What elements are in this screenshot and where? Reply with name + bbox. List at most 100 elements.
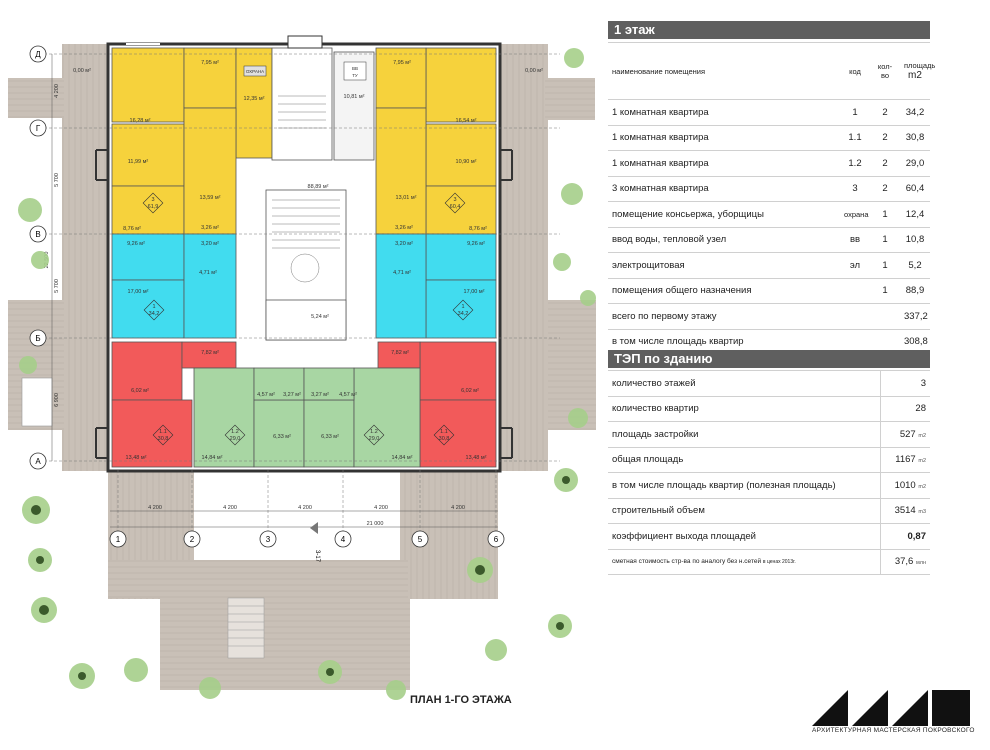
apartment-tag: 1.1 30,8 bbox=[433, 424, 455, 446]
room-area: 4,57 м² bbox=[339, 392, 357, 398]
room-area: 10,90 м² bbox=[456, 159, 477, 165]
room-area: 13,59 м² bbox=[200, 195, 221, 201]
svg-text:60,4: 60,4 bbox=[450, 204, 461, 210]
apartment-tag: 1 34,2 bbox=[452, 299, 474, 321]
svg-text:1.1: 1.1 bbox=[440, 429, 448, 435]
tep-table-title: ТЭП по зданию bbox=[608, 350, 930, 368]
room-area: 5,24 м² bbox=[311, 314, 329, 320]
room-area: 8,76 м² bbox=[469, 226, 487, 232]
total-width-label: 21 000 bbox=[367, 521, 384, 527]
table-row: в том числе площадь квартир (полезная пл… bbox=[608, 472, 930, 498]
apartment-tag: 3 60,4 bbox=[444, 192, 466, 214]
room-area: 3,20 м² bbox=[395, 241, 413, 247]
room-area: 3,27 м² bbox=[311, 392, 329, 398]
axis-number-markers: 1 2 3 4 5 6 bbox=[109, 530, 505, 548]
axis-number: 6 bbox=[494, 535, 499, 544]
floor-plan: Д Г В Б А 1 2 3 4 5 6 4 200 4 200 4 200 … bbox=[8, 35, 596, 700]
axis-number: 3 bbox=[266, 535, 271, 544]
svg-text:1: 1 bbox=[152, 304, 155, 310]
section-marker: 3-17 bbox=[310, 522, 320, 563]
grid-axes bbox=[44, 53, 560, 532]
svg-text:34,2: 34,2 bbox=[458, 311, 469, 317]
room-area: 12,35 м² bbox=[244, 96, 265, 102]
room-area: 88,89 м² bbox=[308, 184, 329, 190]
room-area-labels: 0,00 м² 7,95 м² 12,35 м² 10,81 м² 7,95 м… bbox=[73, 60, 543, 461]
floor-table: наименование помещения код кол-во площад… bbox=[608, 42, 935, 355]
axis-number: 2 bbox=[190, 535, 195, 544]
stairs bbox=[272, 95, 340, 283]
apartment-3-room bbox=[111, 47, 497, 235]
svg-text:1.2: 1.2 bbox=[231, 429, 239, 435]
svg-text:30,8: 30,8 bbox=[158, 436, 169, 442]
room-area: 4,71 м² bbox=[199, 270, 217, 276]
room-area: 10,81 м² bbox=[344, 94, 365, 100]
header-code: код bbox=[840, 42, 870, 100]
room-area: 17,00 м² bbox=[464, 289, 485, 295]
entrance-canopy bbox=[287, 35, 323, 49]
dimension-label: 4 200 bbox=[148, 505, 162, 511]
apartment-tag: 1.2 29,0 bbox=[224, 424, 246, 446]
table-row: сметная стоимость стр-ва по аналогу без … bbox=[608, 548, 930, 575]
axis-number: 5 bbox=[418, 535, 423, 544]
svg-text:61,9: 61,9 bbox=[148, 204, 159, 210]
header-count: кол-во bbox=[870, 42, 900, 100]
svg-text:1.1: 1.1 bbox=[159, 429, 167, 435]
dimension-label: 4 200 bbox=[54, 84, 60, 98]
room-area: 7,95 м² bbox=[393, 60, 411, 66]
axis-letter: Г bbox=[36, 124, 41, 133]
dimension-label: 5 700 bbox=[54, 173, 60, 187]
room-area: 11,99 м² bbox=[128, 159, 149, 165]
room-area: 8,76 м² bbox=[123, 226, 141, 232]
svg-text:3: 3 bbox=[453, 197, 456, 203]
axis-letter: В bbox=[35, 230, 40, 239]
apartment-1-2 bbox=[193, 367, 421, 468]
room-area: 9,26 м² bbox=[467, 241, 485, 247]
apartment-tag: 1.2 29,0 bbox=[363, 424, 385, 446]
water-input-tag: ВВ bbox=[352, 66, 358, 71]
axis-letter-markers: Д Г В Б А bbox=[29, 45, 47, 470]
room-area: 16,54 м² bbox=[456, 118, 477, 124]
heat-unit-tag: ТУ bbox=[352, 73, 358, 78]
axis-number: 1 bbox=[116, 535, 121, 544]
svg-text:29,0: 29,0 bbox=[369, 436, 380, 442]
plan-title: ПЛАН 1-ГО ЭТАЖА bbox=[410, 694, 512, 706]
room-area: 3,26 м² bbox=[201, 225, 219, 231]
svg-text:30,8: 30,8 bbox=[439, 436, 450, 442]
table-header-row: наименование помещения код кол-во площад… bbox=[608, 42, 935, 100]
room-area: 6,02 м² bbox=[131, 388, 149, 394]
svg-text:1: 1 bbox=[461, 304, 464, 310]
axis-letter: Д bbox=[35, 50, 41, 59]
studio-logo-icon bbox=[812, 690, 970, 726]
apartment-tags: 3 61,9 3 60,4 1 34,2 1 34,2 1.2 29,0 1.2… bbox=[142, 192, 474, 446]
svg-text:3: 3 bbox=[151, 197, 154, 203]
dimension-label: 4 200 bbox=[298, 505, 312, 511]
room-area: 3,27 м² bbox=[283, 392, 301, 398]
svg-text:34,2: 34,2 bbox=[149, 311, 160, 317]
room-area: 16,28 м² bbox=[130, 118, 151, 124]
apartment-tag: 1 34,2 bbox=[143, 299, 165, 321]
room-area: 17,00 м² bbox=[128, 289, 149, 295]
section-mark-label: 3-17 bbox=[314, 550, 320, 563]
dimension-chain: 4 200 4 200 4 200 4 200 4 200 21 000 4 2… bbox=[44, 54, 498, 528]
dimension-label: 4 200 bbox=[374, 505, 388, 511]
security-tag: ОХРАНА bbox=[246, 69, 264, 74]
room-area: 9,26 м² bbox=[127, 241, 145, 247]
dimension-label: 4 200 bbox=[451, 505, 465, 511]
service-tags: ОХРАНА ВВ ТУ bbox=[243, 61, 367, 81]
room-area: 4,57 м² bbox=[257, 392, 275, 398]
room-area: 6,02 м² bbox=[461, 388, 479, 394]
room-area: 3,20 м² bbox=[201, 241, 219, 247]
